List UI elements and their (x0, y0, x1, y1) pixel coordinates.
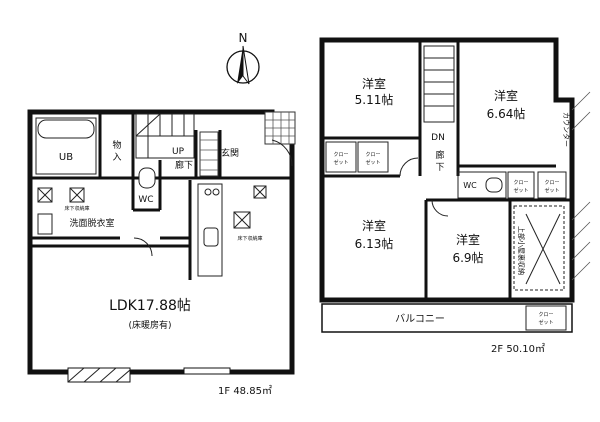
closet-b-line1: クロー (365, 152, 380, 158)
closet-c-line2: ゼット (513, 187, 528, 194)
room2-size: 6.64帖 (487, 106, 526, 121)
bathtub (37, 119, 95, 139)
north-arrow-icon (237, 46, 243, 84)
floor2-outer-wall (319, 37, 575, 303)
closet-d-line2: ゼット (544, 187, 559, 194)
closet-b-line2: ゼット (365, 159, 380, 166)
floor1-wc-label: WC (138, 195, 153, 205)
floor2-wc-label: WC (463, 181, 477, 190)
closet-a-line1: クロー (333, 152, 348, 158)
ldk-label: LDK17.88帖 (109, 298, 191, 314)
up-label: UP (172, 147, 185, 157)
ldk-note: (床暖房有) (128, 319, 171, 331)
closet-a-line2: ゼット (333, 159, 348, 166)
underfloor-storage-right: 床下収納庫 (237, 235, 262, 242)
ub-label: UB (59, 152, 73, 163)
genkan-label: 玄関 (221, 147, 239, 159)
closet-c-line1: クロー (513, 180, 528, 186)
floor2-stairs (423, 45, 455, 123)
washroom-label: 洗面脱衣室 (69, 217, 114, 229)
room1-size: 5.11帖 (355, 92, 394, 107)
closet-e-line2: ゼット (538, 319, 553, 326)
room3-size: 6.13帖 (355, 236, 394, 251)
storage-label-1: 物 (112, 139, 121, 151)
balcony-label: バルコニー (395, 313, 445, 325)
floor1-caption: 1F 48.85㎡ (218, 385, 272, 397)
entrance-porch (264, 111, 296, 145)
floor1-outer-wall (27, 109, 295, 375)
balcony (321, 303, 573, 333)
floor-1: UB 物 入 UP 廊下 玄関 WC 床下収納庫 洗面脱衣室 (27, 109, 296, 397)
floor1-toilet (138, 167, 156, 189)
storage-label-2: 入 (112, 152, 121, 163)
floor1-hall-label: 廊下 (175, 159, 193, 171)
compass-label: N (239, 31, 248, 45)
room4-size: 6.9帖 (452, 250, 483, 265)
floor2-toilet (485, 177, 503, 193)
room4-name: 洋室 (456, 232, 480, 247)
closet-e-line1: クロー (538, 312, 553, 318)
room1-name: 洋室 (362, 76, 386, 91)
floor-2: バルコニー DN 廊 下 洋室 5.11帖 洋室 6.64帖 カウンター (319, 37, 591, 355)
underfloor-storage-left: 床下収納庫 (64, 205, 89, 212)
sink (37, 213, 53, 235)
floor2-caption: 2F 50.10㎡ (491, 343, 545, 355)
floor1-stairs (135, 113, 195, 159)
floor2-hall-label-2: 下 (435, 163, 444, 173)
counter-label: カウンター (562, 112, 571, 147)
attic-storage-label: 上部小屋裏収納 (517, 226, 526, 275)
floor2-hall-label-1: 廊 (435, 149, 444, 161)
compass: N (226, 31, 260, 85)
room2-name: 洋室 (494, 88, 518, 103)
room3-name: 洋室 (362, 218, 386, 233)
closet-d-line1: クロー (544, 180, 559, 186)
dn-label: DN (431, 133, 445, 143)
